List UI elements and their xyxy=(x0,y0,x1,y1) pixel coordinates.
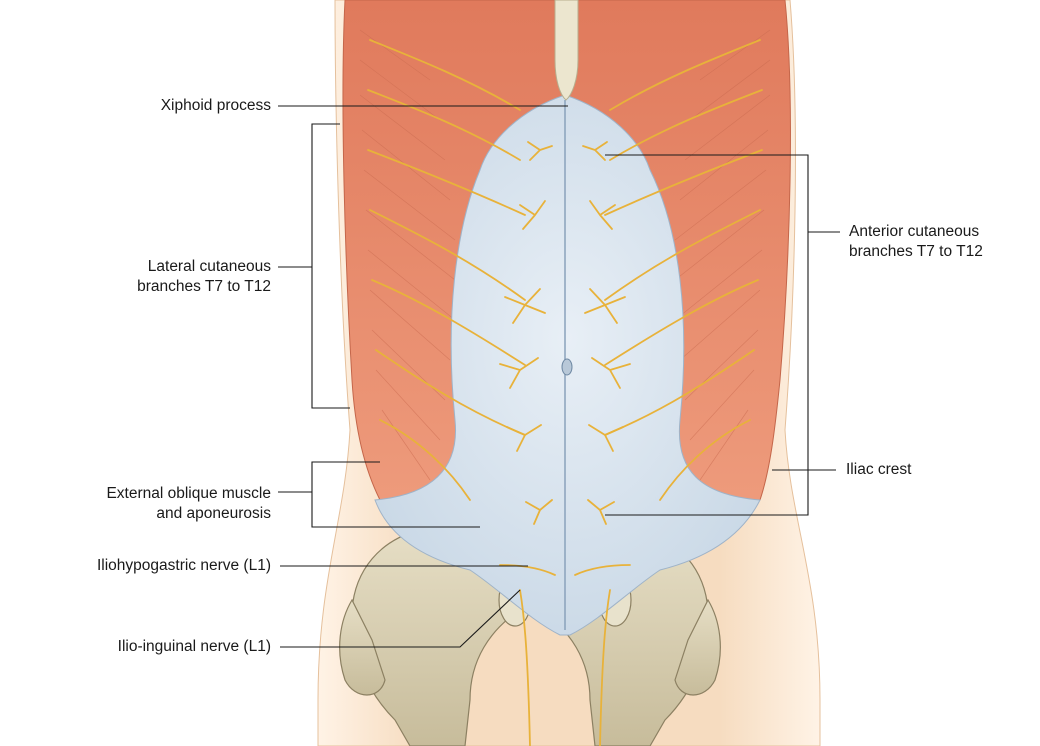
label-external-line2: and aponeurosis xyxy=(156,505,271,522)
label-external-oblique: External oblique muscle and aponeurosis xyxy=(106,484,271,524)
umbilicus xyxy=(561,358,573,376)
bracket-lateral xyxy=(278,123,350,409)
label-iliac-crest: Iliac crest xyxy=(846,461,912,478)
label-anterior-cutaneous: Anterior cutaneous branches T7 to T12 xyxy=(849,222,983,262)
bracket-anterior xyxy=(605,154,840,516)
label-lateral-line2: branches T7 to T12 xyxy=(137,278,271,295)
label-lateral-line1: Lateral cutaneous xyxy=(147,258,271,275)
label-external-line1: External oblique muscle xyxy=(106,485,271,502)
label-anterior-line1: Anterior cutaneous xyxy=(849,223,980,240)
label-ilioinguinal-nerve: Ilio-inguinal nerve (L1) xyxy=(117,638,271,655)
leader-lines xyxy=(278,105,840,648)
label-iliohypogastric-nerve: Iliohypogastric nerve (L1) xyxy=(96,557,271,574)
label-anterior-line2: branches T7 to T12 xyxy=(849,243,983,260)
label-xiphoid-process: Xiphoid process xyxy=(160,97,271,114)
leader-ilioinguinal xyxy=(280,589,521,648)
label-lateral-cutaneous: Lateral cutaneous branches T7 to T12 xyxy=(137,257,271,297)
xiphoid-cartilage xyxy=(554,0,579,101)
bracket-external xyxy=(278,461,480,528)
nerves xyxy=(367,39,763,746)
